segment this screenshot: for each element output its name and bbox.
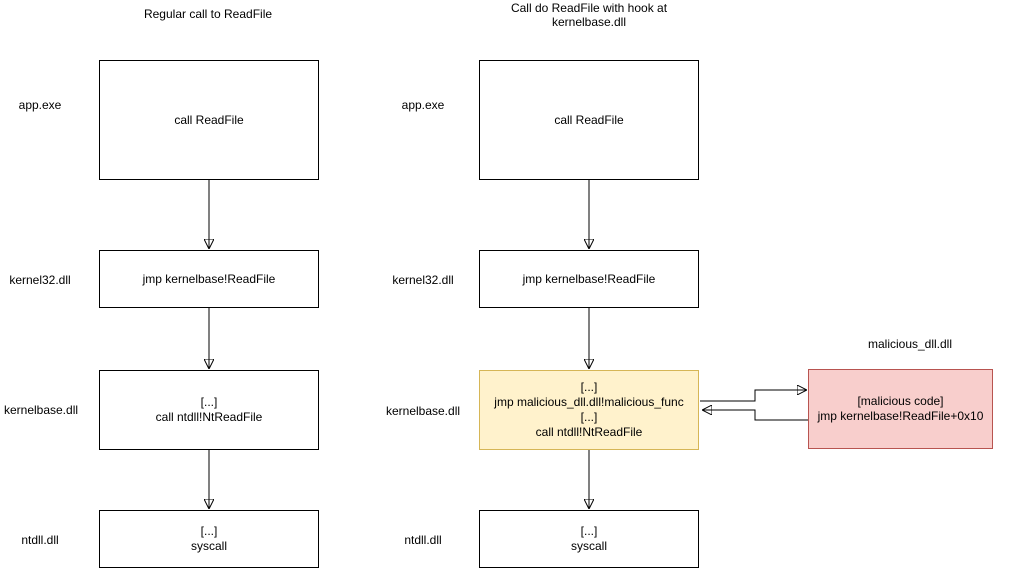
right-kernelbase-box-line4: call ntdll!NtReadFile xyxy=(535,425,643,439)
right-kernel32-box-text: jmp kernelbase!ReadFile xyxy=(522,271,656,286)
left-label-kernelbase-dll: kernelbase.dll xyxy=(3,403,79,417)
left-diagram-title: Regular call to ReadFile xyxy=(143,7,273,21)
right-label-kernel32-dll: kernel32.dll xyxy=(392,273,454,287)
left-app-exe-box-text: call ReadFile xyxy=(174,112,244,127)
right-ntdll-box-line1: [...] xyxy=(580,524,598,538)
left-app-exe-box: call ReadFile xyxy=(99,60,319,180)
left-kernel32-box-text: jmp kernelbase!ReadFile xyxy=(142,271,276,286)
left-kernelbase-box: [...] call ntdll!NtReadFile xyxy=(99,370,319,450)
right-kernelbase-box-line1: [...] xyxy=(580,380,598,394)
malicious-dll-box: [malicious code] jmp kernelbase!ReadFile… xyxy=(808,369,993,449)
right-app-exe-box: call ReadFile xyxy=(479,60,699,180)
right-diagram-title-line2: kernelbase.dll xyxy=(551,15,627,29)
right-kernelbase-box-line2: jmp malicious_dll.dll!malicious_func xyxy=(494,395,684,409)
right-label-app-exe: app.exe xyxy=(401,98,445,112)
malicious-dll-box-line2: jmp kernelbase!ReadFile+0x10 xyxy=(817,409,984,423)
left-ntdll-box: [...] syscall xyxy=(99,510,319,568)
left-label-app-exe: app.exe xyxy=(18,98,62,112)
right-kernelbase-box-line3: [...] xyxy=(580,410,598,424)
right-ntdll-box: [...] syscall xyxy=(479,510,699,568)
arrow-kernelbase-to-malicious xyxy=(700,390,806,402)
left-kernel32-box: jmp kernelbase!ReadFile xyxy=(99,250,319,308)
left-kernelbase-box-line1: [...] xyxy=(200,395,218,409)
malicious-dll-box-line1: [malicious code] xyxy=(857,394,944,408)
right-app-exe-box-text: call ReadFile xyxy=(554,112,624,127)
right-ntdll-box-line2: syscall xyxy=(570,539,607,553)
right-diagram-title-line1: Call do ReadFile with hook at xyxy=(510,1,668,15)
malicious-dll-label: malicious_dll.dll xyxy=(867,337,953,351)
right-kernelbase-hooked-box: [...] jmp malicious_dll.dll!malicious_fu… xyxy=(479,370,699,450)
left-label-kernel32-dll: kernel32.dll xyxy=(9,273,71,287)
left-label-ntdll-dll: ntdll.dll xyxy=(21,533,59,547)
right-label-kernelbase-dll: kernelbase.dll xyxy=(385,404,461,418)
left-kernelbase-box-line2: call ntdll!NtReadFile xyxy=(155,410,263,424)
left-ntdll-box-line2: syscall xyxy=(190,539,227,553)
arrow-malicious-to-kernelbase xyxy=(703,410,808,421)
right-label-ntdll-dll: ntdll.dll xyxy=(404,533,442,547)
right-kernel32-box: jmp kernelbase!ReadFile xyxy=(479,250,699,308)
left-ntdll-box-line1: [...] xyxy=(200,524,218,538)
right-diagram-title: Call do ReadFile with hook at kernelbase… xyxy=(511,1,667,29)
